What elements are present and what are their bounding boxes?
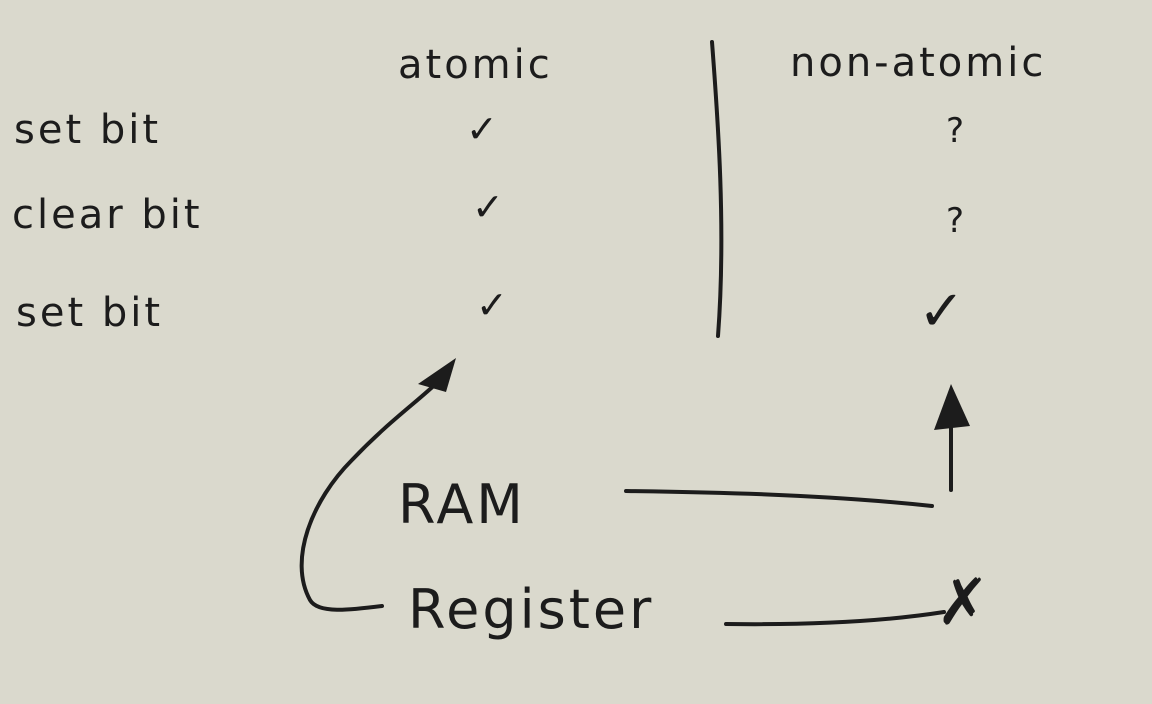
register-connector-line: [724, 610, 946, 627]
row2-non-atomic-question: ?: [946, 201, 967, 241]
register-label: Register: [408, 578, 654, 641]
row3-atomic-check: ✓: [476, 283, 511, 327]
register-connector-curve: [299, 376, 444, 612]
ram-connector-line: [624, 489, 934, 508]
row1-non-atomic-question: ?: [946, 111, 967, 151]
column-divider: [710, 40, 724, 338]
row-label-set-bit-1: set bit: [14, 107, 161, 153]
register-arrow-head-icon: [418, 358, 456, 392]
non-atomic-column-header: non-atomic: [790, 40, 1046, 86]
ram-arrow-head-icon: [934, 384, 970, 430]
row3-non-atomic-check: ✓: [918, 279, 968, 344]
row-label-clear-bit: clear bit: [12, 192, 203, 238]
row2-atomic-check: ✓: [472, 185, 507, 229]
atomic-column-header: atomic: [398, 42, 553, 88]
register-result-cross: ✗: [936, 566, 993, 640]
row-label-set-bit-2: set bit: [16, 290, 163, 336]
ram-label: RAM: [398, 473, 526, 536]
row1-atomic-check: ✓: [466, 107, 501, 151]
